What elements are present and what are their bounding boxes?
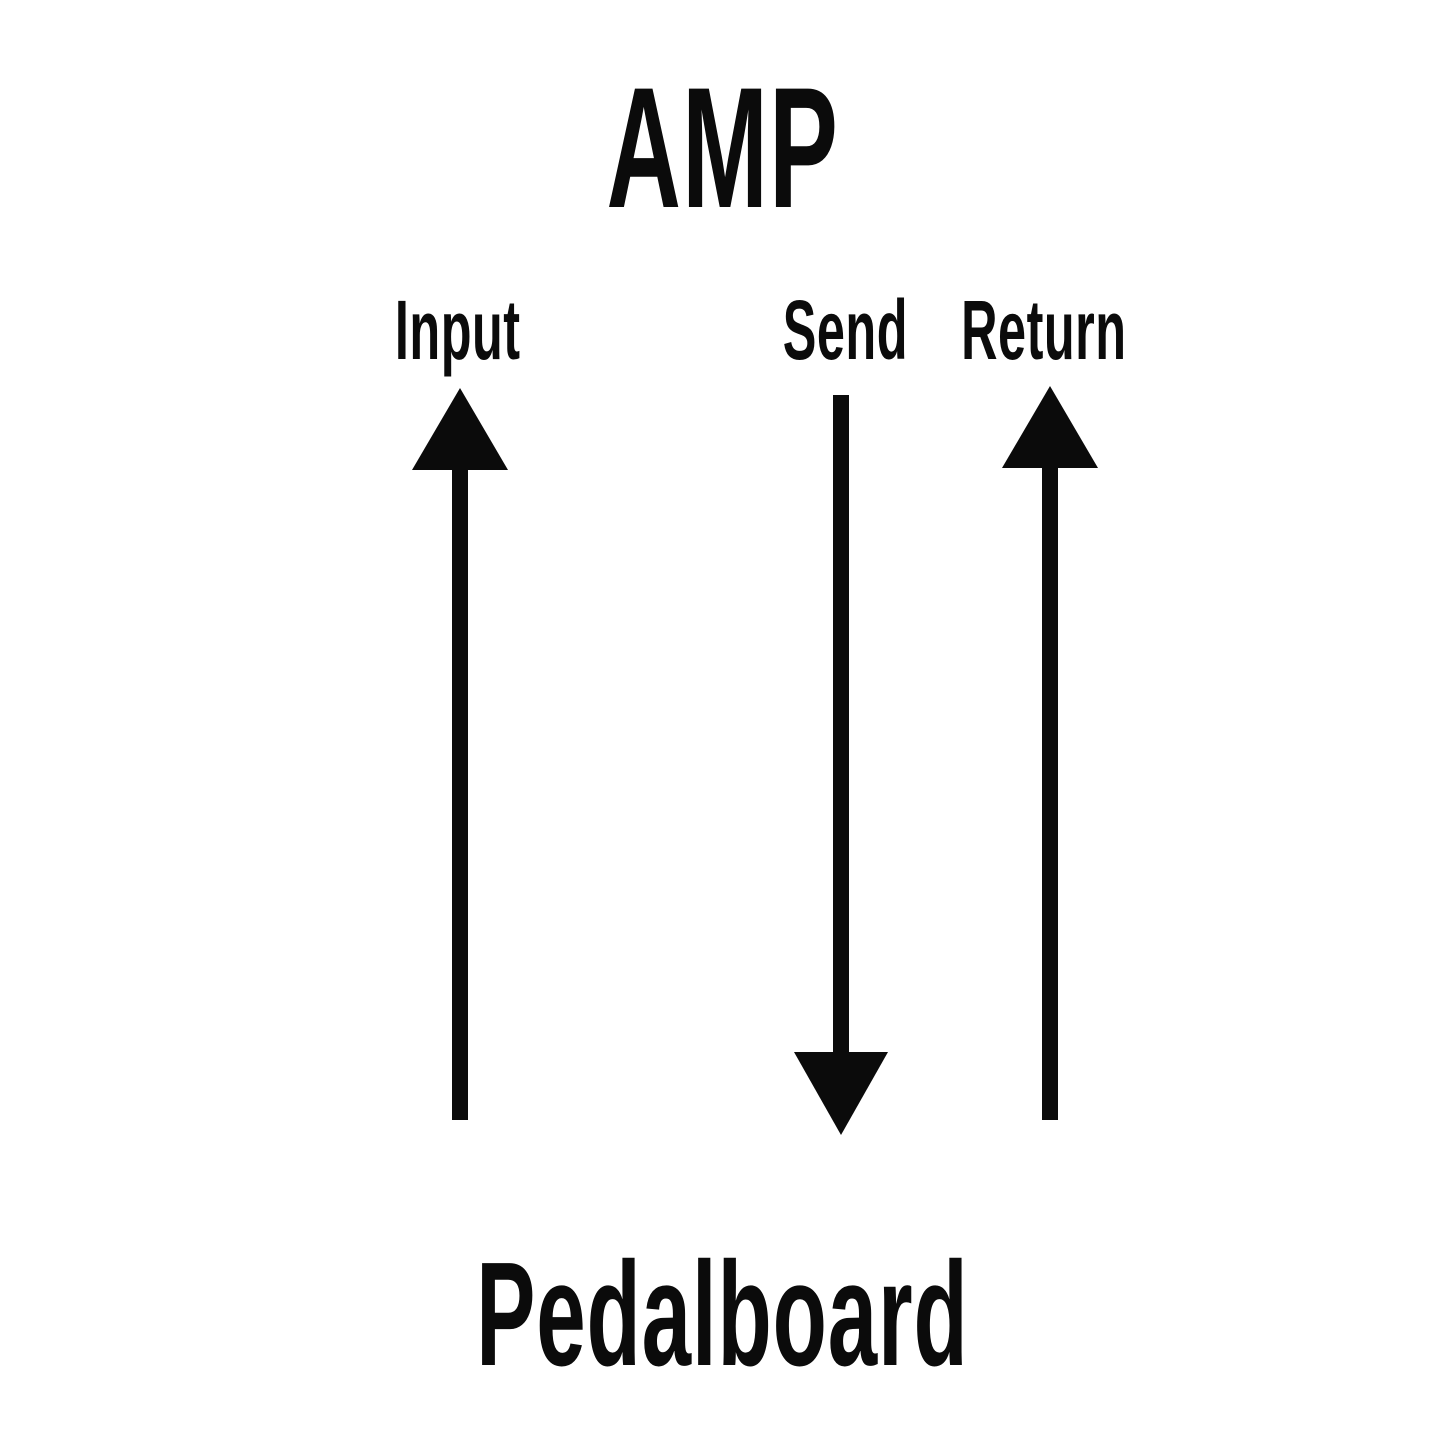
send-arrowhead-icon (794, 1052, 888, 1135)
send-label-text: Send (782, 283, 908, 377)
pedalboard-label: Pedalboard (0, 1241, 1445, 1389)
amp-title-text: AMP (606, 52, 839, 244)
amp-title: AMP (0, 62, 1445, 234)
send-arrow-shaft (833, 395, 849, 1052)
return-arrow-shaft (1042, 468, 1058, 1120)
input-label: Input (308, 288, 608, 372)
return-label-text: Return (961, 283, 1127, 377)
return-arrow-up-icon (1002, 386, 1098, 1120)
send-arrow-down-icon (794, 395, 888, 1135)
send-label: Send (695, 288, 995, 372)
input-arrowhead-icon (412, 388, 508, 470)
return-label: Return (894, 288, 1194, 372)
pedalboard-label-text: Pedalboard (476, 1232, 969, 1397)
input-label-text: Input (395, 283, 521, 377)
return-arrowhead-icon (1002, 386, 1098, 468)
input-arrow-up-icon (412, 388, 508, 1120)
input-arrow-shaft (452, 470, 468, 1120)
